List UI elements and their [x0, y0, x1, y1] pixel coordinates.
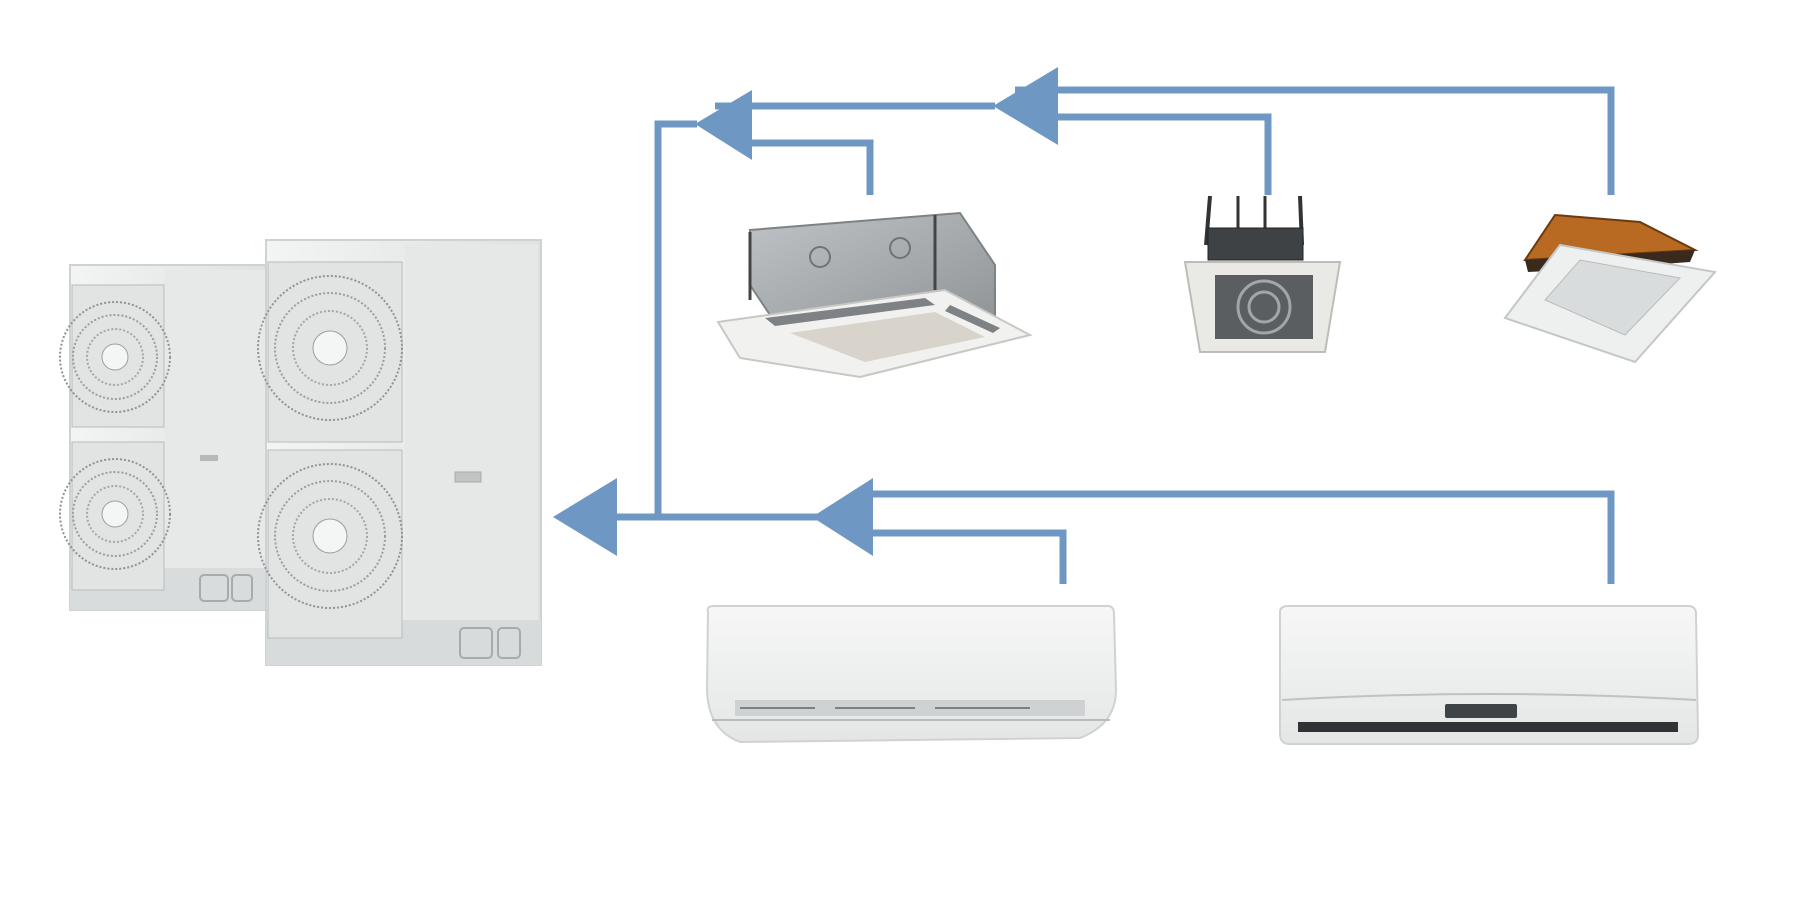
outdoor-unit-large: [257, 239, 542, 666]
cassette-unit-2: [1183, 195, 1342, 353]
cassette-unit-3: [1503, 213, 1717, 364]
pipe-cassette-2: [1040, 113, 1272, 195]
pipe-wall-2: [868, 490, 1615, 584]
fan-grille-icon: [59, 441, 171, 591]
pipe-network: [600, 86, 1615, 584]
arrow-bottom: [812, 478, 873, 556]
wall-unit-1: [705, 605, 1118, 744]
arrow-to-outdoor: [553, 478, 617, 556]
arrow-top-right: [993, 67, 1058, 145]
wall-unit-2: [1279, 605, 1700, 745]
flow-arrows: [553, 67, 1058, 556]
fan-grille-icon: [257, 261, 403, 443]
fan-grille-icon: [59, 284, 171, 428]
pipe-cassette-3: [1015, 86, 1615, 195]
pipe-wall-1: [868, 529, 1067, 584]
arrow-top-left: [695, 90, 752, 160]
display-panel: [1445, 704, 1517, 718]
pipe-cassette-1: [742, 139, 874, 195]
cassette-unit-1: [716, 211, 1033, 379]
fan-grille-icon: [257, 449, 403, 639]
outdoor-unit-small: [59, 264, 269, 611]
pipe-riser: [654, 120, 697, 517]
